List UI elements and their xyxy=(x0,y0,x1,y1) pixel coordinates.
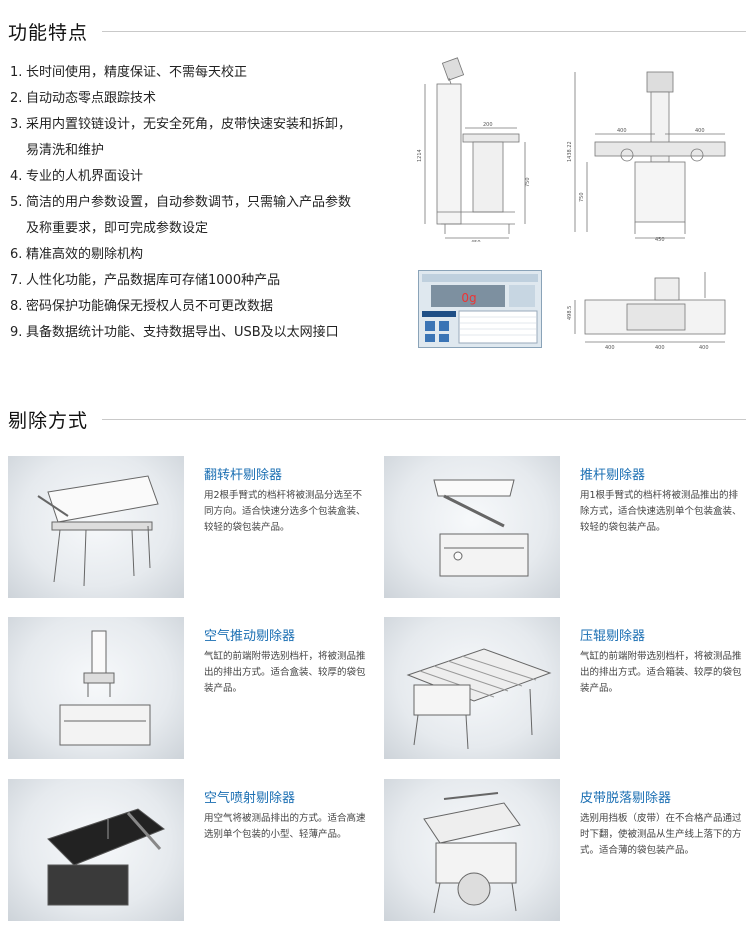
section-title: 功能特点 xyxy=(8,22,89,44)
rejector-card-roller: 压辊剔除器 气缸的前端附带选别档杆，将被测品推出的排出方式。适合箱装、较厚的袋包… xyxy=(384,617,749,763)
dimension-label: 400 xyxy=(605,345,615,351)
rejector-title: 压辊剔除器 xyxy=(580,629,646,644)
rejector-card-belt-drop: 皮带脱落剔除器 选别用挡板（皮带）在不合格产品通过时下翻，使被测品从生产线上落下… xyxy=(384,779,749,925)
section-header-rejectors: 剔除方式 xyxy=(8,406,746,433)
dimension-label: 400 xyxy=(695,128,705,134)
dimension-label: 400 xyxy=(617,128,627,134)
rejector-card-air-push: 空气推动剔除器 气缸的前端附带选别档杆，将被测品推出的排出方式。适合盒装、较厚的… xyxy=(8,617,373,763)
dimension-label: 1438.22 xyxy=(567,141,573,162)
feature-item: 7.人性化功能，产品数据库可存储1000种产品 xyxy=(10,273,281,288)
rejector-title: 皮带脱落剔除器 xyxy=(580,791,672,806)
rejector-card-push-arm: 推杆剔除器 用1根手臂式的档杆将被测品推出的排除方式，适合快速选别单个包装盒装、… xyxy=(384,456,749,602)
feature-item: 4.专业的人机界面设计 xyxy=(10,169,144,184)
feature-item: 8.密码保护功能确保无授权人员不可更改数据 xyxy=(10,299,274,314)
side-view-drawing: 1214 200 750 450 xyxy=(417,57,531,242)
feature-item: 6.精准高效的剔除机构 xyxy=(10,247,144,262)
feature-item: 1.长时间使用，精度保证、不需每天校正 xyxy=(10,65,248,80)
rejector-photo xyxy=(8,456,184,598)
rejector-photo xyxy=(384,779,560,921)
dimension-label: 200 xyxy=(483,122,493,128)
rejector-description: 用空气将被测品排出的方式。适合高速选别单个包装的小型、轻薄产品。 xyxy=(204,813,366,840)
dimension-label: 1214 xyxy=(417,149,423,162)
section-header-features: 功能特点 xyxy=(8,18,746,45)
rejector-title: 翻转杆剔除器 xyxy=(204,468,283,483)
rejector-title: 空气推动剔除器 xyxy=(204,629,296,644)
divider xyxy=(102,31,746,32)
feature-item: 3.采用内置铰链设计，无安全死角，皮带快速安装和拆卸， xyxy=(10,117,352,132)
feature-list: 1.长时间使用，精度保证、不需每天校正 2.自动动态零点跟踪技术 3.采用内置铰… xyxy=(10,60,410,346)
dimension-label: 400 xyxy=(655,345,665,351)
dimension-label: 450 xyxy=(471,240,481,242)
rejector-card-flip-arm: 翻转杆剔除器 用2根手臂式的档杆将被测品分选至不同方向。适合快速分选多个包装盒装… xyxy=(8,456,373,602)
rejector-description: 选别用挡板（皮带）在不合格产品通过时下翻，使被测品从生产线上落下的方式。适合薄的… xyxy=(580,813,742,856)
section-title: 剔除方式 xyxy=(8,410,89,432)
rejector-description: 气缸的前端附带选别档杆，将被测品推出的排出方式。适合盒装、较厚的袋包装产品。 xyxy=(204,651,366,694)
divider xyxy=(102,419,746,420)
feature-item: 5.简洁的用户参数设置，自动参数调节，只需输入产品参数 xyxy=(10,195,352,210)
dimension-label: 750 xyxy=(525,177,531,187)
dimension-label: 450 xyxy=(655,237,665,242)
front-view-drawing: 1438.22 400 400 750 450 xyxy=(567,71,726,242)
feature-item: 2.自动动态零点跟踪技术 xyxy=(10,91,157,106)
dimension-label: 750 xyxy=(579,192,585,202)
rejector-photo xyxy=(384,617,560,759)
rejector-description: 用2根手臂式的档杆将被测品分选至不同方向。适合快速分选多个包装盒装、较轻的袋包装… xyxy=(204,490,366,533)
feature-item: 9.具备数据统计功能、支持数据导出、USB及以太网接口 xyxy=(10,325,339,340)
feature-item-continued: 易清洗和维护 xyxy=(26,143,105,158)
rejector-description: 用1根手臂式的档杆将被测品推出的排除方式，适合快速选别单个包装盒装、较轻的袋包装… xyxy=(580,490,742,533)
rejector-photo xyxy=(8,617,184,759)
rejector-photo xyxy=(384,456,560,598)
rejector-card-air-jet: 空气喷射剔除器 用空气将被测品排出的方式。适合高速选别单个包装的小型、轻薄产品。 xyxy=(8,779,373,925)
control-screen: 0g xyxy=(418,270,542,348)
feature-item-continued: 及称重要求，即可完成参数设定 xyxy=(26,221,209,236)
dimension-label: 498.5 xyxy=(567,306,573,320)
rejector-description: 气缸的前端附带选别档杆，将被测品推出的排出方式。适合箱装、较厚的袋包装产品。 xyxy=(580,651,742,694)
rejector-photo xyxy=(8,779,184,921)
top-view-drawing: 498.5 400 400 400 xyxy=(567,272,726,351)
rejector-title: 推杆剔除器 xyxy=(580,468,646,483)
weight-reading: 0g xyxy=(461,291,476,305)
rejector-title: 空气喷射剔除器 xyxy=(204,791,296,806)
dimension-label: 400 xyxy=(699,345,709,351)
